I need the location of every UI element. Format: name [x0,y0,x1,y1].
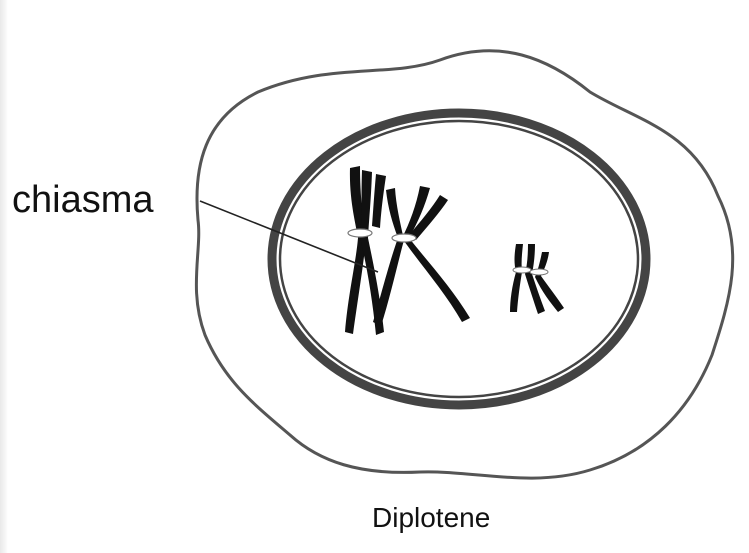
chromatid [510,244,523,312]
small-bivalent [510,244,564,314]
nuclear-envelope-outer [272,113,646,405]
nuclear-envelope-inner [280,121,638,397]
chiasma-leader-line [200,201,378,272]
chiasma-label: chiasma [12,179,154,221]
large-bivalent [345,166,470,335]
chromatid [372,174,386,228]
diagram-caption: Diplotene [372,502,490,533]
